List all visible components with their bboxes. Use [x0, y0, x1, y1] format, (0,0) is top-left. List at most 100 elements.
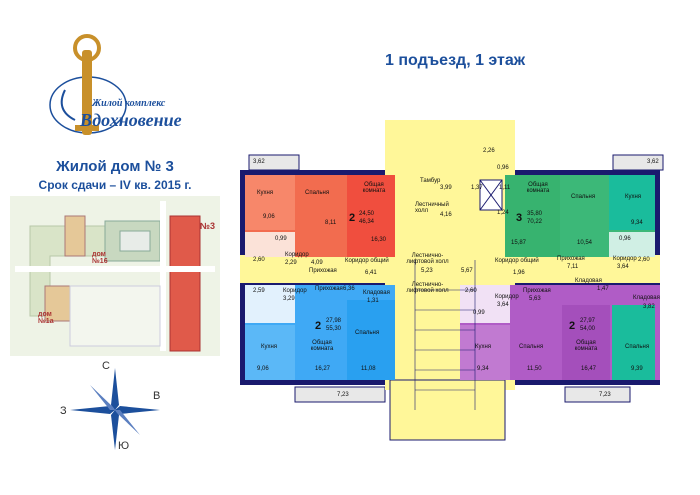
room-area: 0,96 [619, 236, 631, 242]
compass-east: В [153, 390, 161, 402]
common-name: Коридор общий [495, 258, 539, 264]
room-area: 1,47 [597, 286, 609, 292]
common-area: 2,26 [483, 148, 495, 154]
compass-south: Ю [118, 440, 130, 452]
room-name: Коридор [495, 294, 519, 300]
room-area: 11,08 [361, 366, 376, 372]
compass-rose-icon [70, 368, 160, 450]
room-area: 16,27 [315, 366, 331, 372]
apartment-rooms: 2 [569, 320, 576, 332]
room-name: Прихожая [523, 288, 551, 294]
common-area: 1,11 [499, 185, 511, 191]
room-area: 16,30 [371, 237, 387, 243]
apartment-living-area: 27,97 [580, 318, 596, 324]
room-name: Общая комната [310, 340, 334, 352]
room-name: Спальня [571, 194, 596, 200]
dim-bottom-left: 7,23 [337, 392, 349, 398]
common-area: 1,96 [513, 270, 525, 276]
common-area: 4,16 [440, 212, 452, 218]
apartment-total-area: 54,00 [580, 326, 596, 332]
room-name: Спальня [625, 344, 650, 350]
key-logo-icon [49, 34, 127, 135]
room-area: 16,47 [581, 366, 597, 372]
room-area: 0,99 [275, 236, 287, 242]
apartment-rooms: 3 [516, 212, 523, 224]
common-name: Лестнично-лифтовой холл [406, 282, 449, 294]
room-name: Кухня [257, 190, 274, 196]
room-name: Спальня [355, 330, 380, 336]
room-name: Коридор [285, 252, 309, 258]
room-name: Кухня [475, 344, 492, 350]
common-area: 0,96 [497, 165, 509, 171]
room-name: Спальня [305, 190, 330, 196]
room-name: Спальня [519, 344, 544, 350]
site-label-house3: №3 [200, 221, 216, 231]
room-name: Прихожая [309, 268, 337, 274]
room-area: 6,36 [343, 286, 355, 292]
apartment-living-area: 35,80 [527, 211, 543, 217]
room-area: 9,34 [477, 366, 489, 372]
room-area: 5,63 [529, 296, 541, 302]
common-name: Лестнично-лифтовой холл [406, 253, 449, 265]
room-area: 3,64 [497, 302, 509, 308]
room-area: 15,87 [511, 240, 527, 246]
room-name: Коридор [613, 256, 637, 262]
apartment-total-area: 70,22 [527, 219, 543, 225]
room-name: Общая комната [526, 182, 550, 194]
room-area: 10,54 [577, 240, 593, 246]
site-label-house1a: дом №1а [38, 311, 54, 325]
logo-subtitle: Жилой комплекс [92, 98, 166, 109]
room-area: 4,09 [311, 260, 323, 266]
room-area: 2,29 [285, 260, 297, 266]
room-name: Прихожая [315, 286, 343, 292]
room-name: Кладовая [575, 278, 602, 284]
floor-plan [240, 120, 664, 441]
room-name: Кухня [625, 194, 642, 200]
dim-bottom-right: 7,23 [599, 392, 611, 398]
compass-north: С [102, 360, 110, 372]
apartment-living-area: 24,50 [359, 211, 375, 217]
room-area: 11,50 [527, 366, 542, 372]
room-name: Общая комната [362, 182, 386, 194]
room-name: Кладовая [633, 295, 660, 301]
logo-name: Вдохновение [80, 110, 182, 130]
dim-top-left: 3,62 [253, 159, 265, 165]
common-area: 3,99 [440, 185, 452, 191]
apartment-total-area: 46,34 [359, 219, 375, 225]
room-area: 1,31 [367, 298, 379, 304]
common-area: 1,37 [471, 185, 483, 191]
room-area: 2,60 [638, 257, 650, 263]
room-name: Кладовая [363, 290, 390, 296]
room-name: Кухня [261, 344, 278, 350]
room-area: 9,06 [263, 214, 275, 220]
room-area: 3,64 [617, 264, 629, 270]
room-area: 2,60 [465, 288, 477, 294]
room-area: 0,99 [473, 310, 485, 316]
room-area: 7,11 [567, 264, 579, 270]
room-area: 9,34 [631, 220, 643, 226]
room-area: 3,82 [643, 304, 655, 310]
logo: Жилой комплекс Вдохновение [30, 30, 190, 145]
site-label-house16: дом №16 [92, 251, 108, 265]
room-area: 9,06 [257, 366, 269, 372]
common-area: 5,67 [461, 268, 473, 274]
common-area: 6,41 [365, 270, 377, 276]
house-deadline: Срок сдачи – IV кв. 2015 г. [38, 178, 192, 192]
floor-title: 1 подъезд, 1 этаж [385, 52, 526, 69]
compass: С Ю З В [60, 360, 170, 455]
apartment-total-area: 55,30 [326, 326, 342, 332]
apartment-living-area: 27,98 [326, 318, 342, 324]
room-name: Коридор [283, 288, 307, 294]
house-title: Жилой дом № 3 [56, 158, 174, 175]
common-area: 5,23 [421, 268, 433, 274]
room-name: Прихожая [557, 256, 585, 262]
dim-top-right: 3,62 [647, 159, 659, 165]
room-area: 2,60 [253, 257, 265, 263]
room-area: 3,29 [283, 296, 295, 302]
compass-west: З [60, 405, 67, 417]
common-name: Коридор общий [345, 258, 389, 264]
room-area: 8,11 [325, 220, 337, 226]
room-area: 2,59 [253, 288, 265, 294]
apartment-rooms: 2 [349, 212, 356, 224]
apartment-rooms: 2 [315, 320, 322, 332]
